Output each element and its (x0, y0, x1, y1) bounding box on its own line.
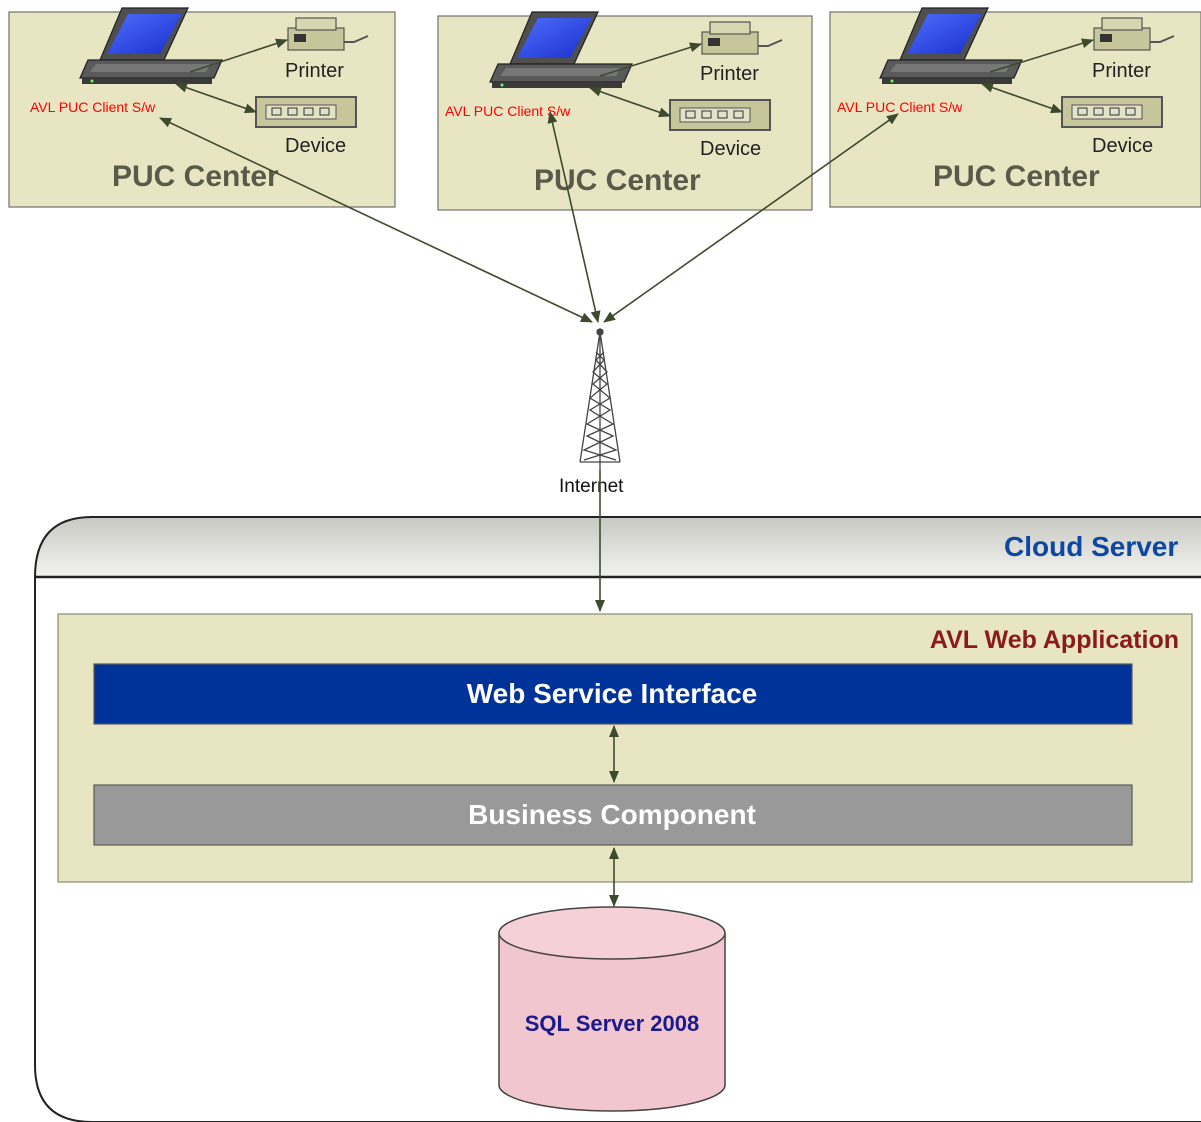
puc-center-3: Printer Device AVL PUC Client S/w PUC Ce… (829, 7, 1201, 208)
business-component-label: Business Component (468, 799, 756, 830)
database-label: SQL Server 2008 (525, 1011, 700, 1036)
link-laptop-device (589, 86, 671, 118)
puc-center-title: PUC Center (112, 160, 279, 193)
link-puc1-internet (159, 117, 593, 323)
client-software-label: AVL PUC Client S/w (445, 103, 571, 119)
device-icon (1061, 96, 1163, 128)
database-cylinder-icon (498, 906, 726, 1112)
internet-label: Internet (559, 476, 624, 497)
puc-center-2: Printer Device AVL PUC Client S/w PUC Ce… (437, 11, 813, 211)
cloud-server-frame (34, 516, 1201, 1122)
device-icon (669, 99, 771, 131)
cloud-server-title: Cloud Server (1004, 531, 1178, 562)
puc-center-title: PUC Center (534, 164, 701, 197)
printer-label: Printer (1092, 60, 1151, 82)
printer-label: Printer (285, 60, 344, 82)
client-software-label: AVL PUC Client S/w (30, 99, 156, 115)
avl-web-application: AVL Web Application Web Service Interfac… (57, 613, 1193, 883)
link-puc3-internet (603, 113, 899, 323)
link-puc2-internet (547, 111, 601, 323)
cloud-server-header (35, 517, 1201, 577)
cloud-server-container: Cloud Server (34, 516, 1201, 1122)
link-laptop-printer (599, 42, 702, 77)
printer-label: Printer (700, 63, 759, 85)
device-icon (255, 96, 357, 128)
device-label: Device (285, 135, 346, 157)
device-label: Device (1092, 135, 1153, 157)
puc-center-1: Printer Device AVL PUC Client S/w PUC Ce… (8, 7, 396, 208)
web-service-interface-bar (93, 663, 1133, 725)
business-component-bar (93, 784, 1133, 846)
device-label: Device (700, 138, 761, 160)
antenna-tower-icon (579, 328, 621, 470)
link-laptop-printer (189, 38, 288, 73)
link-laptop-device (981, 82, 1063, 114)
web-service-interface-label: Web Service Interface (467, 678, 758, 709)
link-laptop-printer (989, 38, 1094, 73)
puc-center-title: PUC Center (933, 160, 1100, 193)
web-application-title: AVL Web Application (930, 626, 1179, 654)
client-software-label: AVL PUC Client S/w (837, 99, 963, 115)
link-laptop-device (175, 82, 257, 114)
